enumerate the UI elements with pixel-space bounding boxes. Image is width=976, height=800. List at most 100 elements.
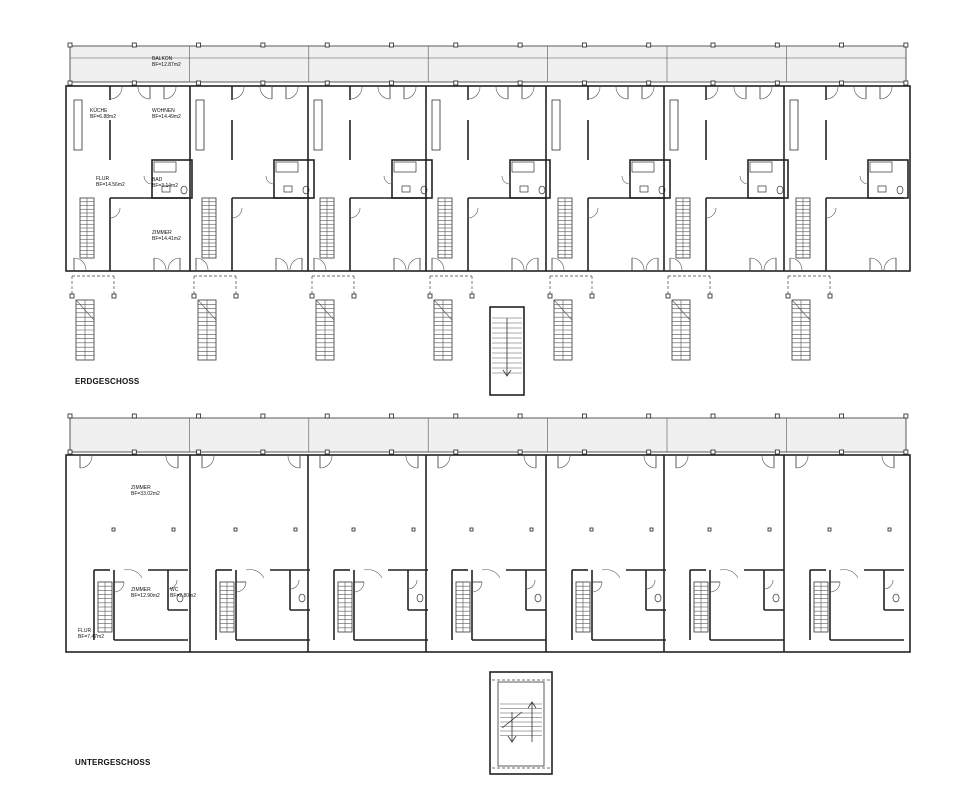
toilet [654,593,662,603]
door [705,207,717,219]
post [67,42,73,48]
door [557,455,571,469]
door [167,257,181,271]
door [883,579,894,590]
door [641,86,655,100]
door [349,207,361,219]
door [377,86,391,100]
column [529,527,534,532]
ground-floor-unit [663,86,789,299]
post [774,80,780,86]
post [646,449,652,455]
post [517,42,523,48]
stair [791,299,811,361]
door [319,455,333,469]
kitchen-counter [669,99,679,151]
door [591,581,603,593]
door [313,257,327,271]
post [67,449,73,455]
kitchen-counter [789,99,799,151]
door [879,86,893,100]
bathtub [869,161,893,173]
post [774,449,780,455]
post [67,80,73,86]
door [709,581,721,593]
door [109,207,121,219]
kitchen-counter [431,99,441,151]
stair [437,197,453,259]
basement-unit [663,455,784,652]
door [195,257,209,271]
column [233,527,238,532]
ground-floor-stair-core [489,306,525,396]
stair [813,581,829,633]
ground-floor-unit [69,86,193,299]
door [407,579,418,590]
door [523,455,537,469]
post [131,42,137,48]
door [231,86,245,100]
stair [79,197,95,259]
post [517,413,523,419]
ground-floor-plan: BALKON BF=12.87m2 KÜCHE BF=6.88m2 WOHNEN… [65,42,911,396]
door [235,581,247,593]
post [839,413,844,419]
washbasin [757,185,767,193]
entrance-stair [553,299,573,361]
room-label-zimmer: ZIMMER [152,230,172,236]
stair [433,299,453,361]
stair [575,581,591,633]
door [437,455,451,469]
room-label-balkon: BALKON [152,56,173,62]
bathtub [275,161,299,173]
door [643,455,657,469]
door [789,257,803,271]
door [883,257,897,271]
toilet [776,185,784,195]
lightwell-slab [69,417,907,453]
post [324,449,330,455]
entrance-stair [75,299,95,361]
post [582,80,587,86]
entrance-stair [671,299,691,361]
door [825,86,839,100]
post [582,413,587,419]
door [265,175,275,185]
post [582,42,587,48]
post [646,413,652,419]
post [196,413,202,419]
column [767,527,772,532]
post [839,80,844,86]
ground-floor-unit [545,86,671,299]
column [887,527,892,532]
door [289,257,303,271]
post [903,80,909,86]
stair [75,299,95,361]
basement-posts [67,413,909,455]
bathtub [631,161,655,173]
door [259,86,273,100]
door [275,257,289,271]
post [839,42,844,48]
door [739,175,749,185]
toilet [772,593,780,603]
door [859,175,869,185]
floor-title-erdgeschoss: ERDGESCHOSS [75,377,140,386]
toilet [298,593,306,603]
door [631,257,645,271]
stair [337,581,353,633]
washbasin [639,185,649,193]
basement-units [65,454,911,653]
post [710,42,716,48]
balcony-slab [69,45,907,83]
room-label-kueche: KÜCHE [90,107,108,114]
post [131,413,137,419]
post [453,413,459,419]
room-area-flur: BF=14.56m2 [96,182,125,188]
post [903,42,909,48]
column [589,527,594,532]
room-area-wc: BF=2.80m2 [170,593,196,599]
door [645,257,659,271]
basement-floor-plan: ZIMMER BF=33.02m2 ZIMMER BF=12.90m2 WC B… [65,413,911,775]
post [903,449,909,455]
